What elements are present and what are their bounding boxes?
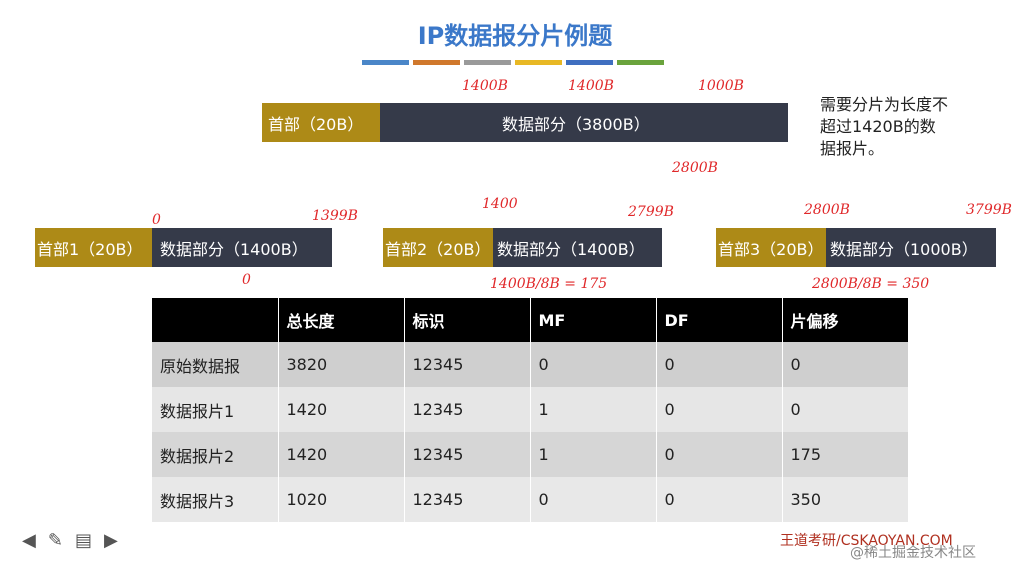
color-bar (566, 60, 613, 65)
column-header: 总长度 (278, 298, 405, 342)
color-bar (464, 60, 511, 65)
table-cell: 原始数据报 (152, 342, 279, 387)
annotation: 2800B (672, 160, 718, 176)
column-header: DF (656, 298, 783, 342)
table-cell: 数据报片2 (152, 432, 279, 477)
table-cell: 0 (656, 342, 783, 387)
slide-title: IP数据报分片例题 (417, 22, 613, 50)
annotation: 1400 (482, 196, 518, 212)
table-cell: 12345 (404, 477, 531, 522)
table-cell: 1 (530, 432, 657, 477)
table-cell: 0 (656, 477, 783, 522)
watermark-community: @稀土掘金技术社区 (850, 545, 976, 561)
prev-arrow-icon[interactable]: ◀ (22, 530, 36, 551)
table-cell: 0 (656, 432, 783, 477)
color-bar (362, 60, 409, 65)
note-text: 需要分片为长度不超过1420B的数据报片。 (820, 95, 949, 158)
annotation: 0 (242, 272, 251, 288)
table-cell: 12345 (404, 342, 531, 387)
fragment-3-bar: 首部3（20B） 数据部分（1000B） (716, 228, 996, 267)
fragment-1-bar: 首部1（20B） 数据部分（1400B） (35, 228, 332, 267)
table-cell: 0 (530, 342, 657, 387)
table-cell: 12345 (404, 432, 531, 477)
annotation: 1000B (698, 78, 744, 94)
annotation: 2799B (628, 204, 674, 220)
original-data: 数据部分（3800B） (380, 103, 788, 142)
annotation: 0 (152, 212, 161, 228)
column-header: MF (530, 298, 657, 342)
table-cell: 350 (782, 477, 909, 522)
annotation: 1399B (312, 208, 358, 224)
annotation: 2800B (804, 202, 850, 218)
watermark: 王道考研/CSKAOYAN.COM (780, 533, 953, 549)
table-cell: 0 (530, 477, 657, 522)
next-arrow-icon[interactable]: ▶ (103, 530, 118, 551)
table-cell: 0 (656, 387, 783, 432)
color-bar (617, 60, 664, 65)
fragment-2-bar: 首部2（20B） 数据部分（1400B） (383, 228, 662, 267)
fragment-1-data: 数据部分（1400B） (152, 228, 332, 267)
fragment-3-data: 数据部分（1000B） (826, 228, 996, 267)
annotation: 1400B (568, 78, 614, 94)
fragment-1-header: 首部1（20B） (35, 228, 152, 267)
original-datagram-bar: 首部（20B） 数据部分（3800B） (262, 103, 788, 142)
table-cell: 175 (782, 432, 909, 477)
table-cell: 12345 (404, 387, 531, 432)
column-header: 片偏移 (782, 298, 909, 342)
table-cell: 数据报片1 (152, 387, 279, 432)
annotation: 2800B/8B = 350 (812, 276, 930, 292)
table-cell: 1420 (278, 432, 405, 477)
table-cell: 0 (782, 342, 909, 387)
annotation: 1400B/8B = 175 (490, 276, 608, 292)
table-cell: 3820 (278, 342, 405, 387)
table-cell: 0 (782, 387, 909, 432)
table-cell: 数据报片3 (152, 477, 279, 522)
table-cell: 1020 (278, 477, 405, 522)
column-header (152, 298, 279, 342)
fragment-3-header: 首部3（20B） (716, 228, 826, 267)
slide-nav: ◀ ✎ ▤ ▶ (22, 530, 118, 551)
table-cell: 1420 (278, 387, 405, 432)
menu-icon[interactable]: ▤ (74, 530, 92, 551)
column-header: 标识 (404, 298, 531, 342)
annotation: 1400B (462, 78, 508, 94)
annotation: 3799B (966, 202, 1012, 218)
color-bar (413, 60, 460, 65)
fragment-2-header: 首部2（20B） (383, 228, 493, 267)
table-cell: 1 (530, 387, 657, 432)
pen-icon[interactable]: ✎ (47, 530, 63, 551)
original-header: 首部（20B） (262, 103, 380, 142)
color-bar (515, 60, 562, 65)
fragment-2-data: 数据部分（1400B） (493, 228, 662, 267)
